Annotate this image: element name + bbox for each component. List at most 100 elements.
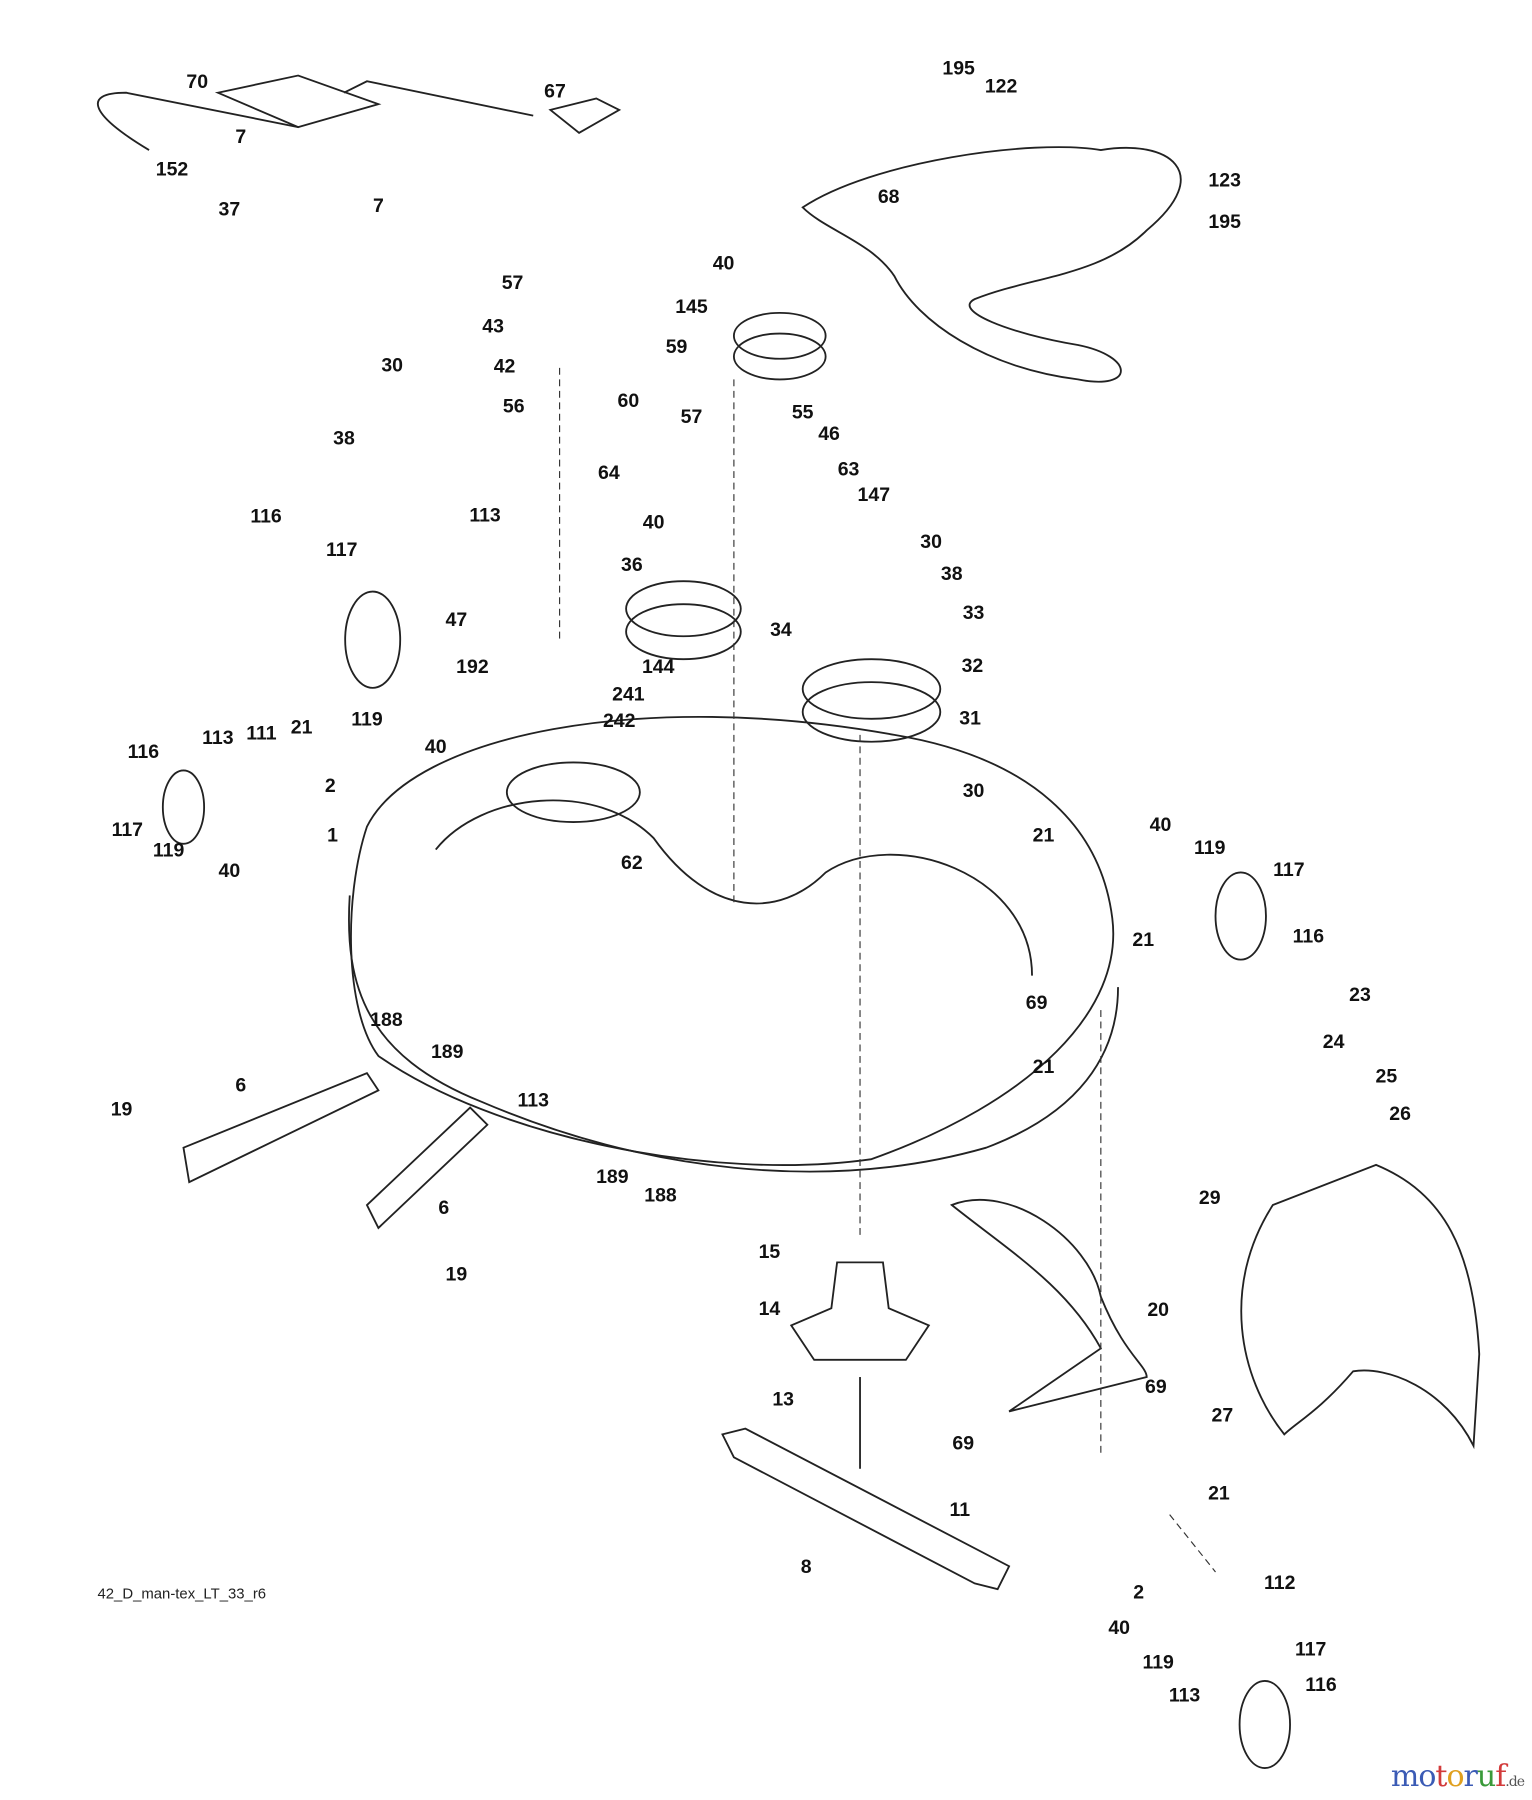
part-label-32: 32	[962, 655, 984, 677]
pulley-145	[732, 311, 827, 360]
part-label-31: 31	[959, 708, 981, 730]
part-label-116: 116	[250, 506, 282, 528]
part-label-70: 70	[186, 71, 208, 93]
part-label-147: 147	[858, 484, 891, 506]
part-label-69: 69	[1145, 1376, 1167, 1398]
part-label-145: 145	[675, 296, 708, 318]
part-label-30: 30	[381, 354, 403, 376]
pulley-32	[801, 658, 942, 720]
part-label-21: 21	[1208, 1483, 1230, 1505]
part-label-57: 57	[681, 406, 703, 428]
part-label-2: 2	[325, 775, 336, 797]
mower-deck	[350, 715, 1115, 1166]
gauge-wheel-left-lower	[161, 769, 206, 845]
part-label-117: 117	[1295, 1639, 1326, 1661]
part-label-40: 40	[1108, 1617, 1130, 1639]
part-label-2: 2	[1133, 1581, 1144, 1603]
stabilizer-bar-right	[365, 1106, 489, 1230]
part-label-189: 189	[431, 1041, 464, 1063]
part-label-63: 63	[838, 459, 860, 481]
pulley-32-rim	[801, 681, 942, 743]
watermark-suffix: .de	[1505, 1774, 1525, 1790]
stabilizer-bar-left	[182, 1072, 380, 1184]
part-label-113: 113	[202, 727, 234, 749]
part-label-189: 189	[596, 1166, 629, 1188]
part-label-152: 152	[156, 158, 189, 180]
part-label-55: 55	[792, 401, 814, 423]
part-label-117: 117	[1273, 859, 1304, 881]
part-label-40: 40	[218, 860, 240, 882]
watermark-logo: motoruf.de	[1390, 1759, 1525, 1794]
part-label-241: 241	[612, 683, 645, 705]
part-label-40: 40	[425, 736, 447, 758]
part-label-113: 113	[1169, 1685, 1201, 1707]
part-label-19: 19	[446, 1264, 468, 1286]
part-label-30: 30	[920, 531, 942, 553]
part-label-1: 1	[327, 825, 338, 847]
part-label-19: 19	[111, 1099, 133, 1121]
watermark-letter: m	[1390, 1759, 1419, 1794]
part-label-11: 11	[949, 1499, 970, 1521]
spindle-housing	[789, 1261, 931, 1361]
drawing-code: 42_D_man-tex_LT_33_r6	[97, 1586, 266, 1602]
watermark-letter: o	[1418, 1759, 1436, 1794]
part-label-37: 37	[218, 198, 240, 220]
part-label-62: 62	[621, 852, 643, 874]
mower-blade	[721, 1427, 1011, 1591]
part-label-119: 119	[1194, 837, 1226, 859]
discharge-chute	[1240, 1163, 1481, 1450]
drive-belt	[801, 146, 1182, 383]
part-label-6: 6	[235, 1075, 246, 1097]
part-label-67: 67	[544, 80, 566, 102]
part-label-242: 242	[603, 710, 636, 732]
part-label-59: 59	[666, 336, 688, 358]
part-label-64: 64	[598, 462, 620, 484]
part-label-40: 40	[643, 511, 665, 533]
deck-drawing	[96, 74, 1481, 1769]
part-label-116: 116	[1293, 925, 1325, 947]
part-label-38: 38	[941, 563, 963, 585]
part-label-192: 192	[456, 656, 489, 678]
part-label-8: 8	[801, 1556, 812, 1578]
bracket-70	[214, 74, 382, 129]
part-label-42: 42	[494, 356, 516, 378]
gauge-wheel-left-upper	[344, 590, 402, 689]
part-label-113: 113	[469, 505, 501, 527]
part-label-40: 40	[1150, 814, 1172, 836]
part-label-111: 111	[246, 722, 277, 744]
part-label-20: 20	[1147, 1299, 1169, 1321]
part-label-188: 188	[644, 1185, 677, 1207]
watermark-letter: f	[1495, 1759, 1506, 1794]
part-label-36: 36	[621, 554, 643, 576]
part-label-23: 23	[1349, 984, 1371, 1006]
part-label-123: 123	[1208, 170, 1241, 192]
part-label-15: 15	[759, 1241, 781, 1263]
part-label-26: 26	[1389, 1103, 1411, 1125]
part-label-57: 57	[502, 272, 524, 294]
deck-pulley-left	[505, 761, 641, 823]
idler-pulley-36-rim	[625, 603, 742, 661]
part-label-40: 40	[713, 252, 735, 274]
watermark-letter: o	[1446, 1759, 1464, 1794]
part-label-30: 30	[963, 780, 985, 802]
part-label-119: 119	[1142, 1651, 1174, 1673]
cable-152	[96, 91, 299, 151]
part-label-119: 119	[351, 709, 383, 731]
part-label-56: 56	[503, 396, 525, 418]
part-label-188: 188	[370, 1009, 403, 1031]
part-label-14: 14	[759, 1298, 781, 1320]
part-label-21: 21	[1033, 825, 1055, 847]
part-label-195: 195	[1208, 211, 1241, 233]
idler-pulley-36	[625, 580, 742, 638]
part-label-144: 144	[642, 656, 675, 678]
pulley-145-rim	[732, 332, 827, 381]
assembly-line	[1169, 1514, 1216, 1573]
part-label-116: 116	[1305, 1674, 1337, 1696]
part-label-113: 113	[517, 1089, 549, 1111]
part-label-21: 21	[291, 717, 313, 739]
part-label-47: 47	[446, 609, 468, 631]
gauge-wheel-right	[1214, 871, 1267, 961]
part-label-43: 43	[482, 315, 504, 337]
part-label-24: 24	[1323, 1031, 1345, 1053]
